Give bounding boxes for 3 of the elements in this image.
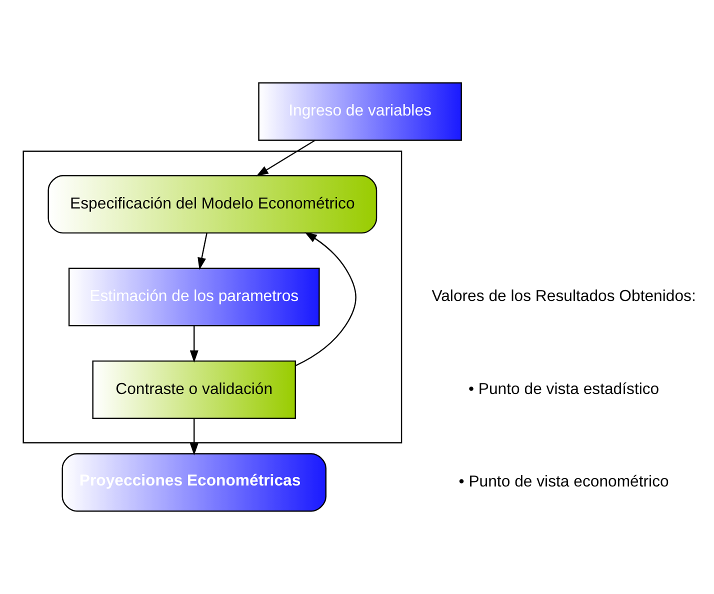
label: • Punto de vista econométrico [458,474,669,491]
label: • Punto de vista estadístico [468,380,660,398]
label: Valores de los Resultados Obtenidos: [432,288,696,306]
